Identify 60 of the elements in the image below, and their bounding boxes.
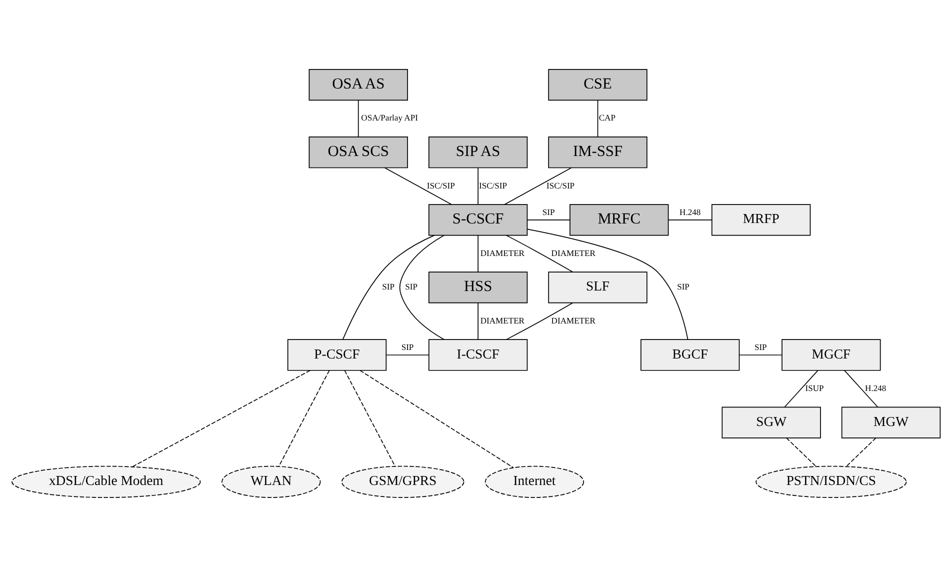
node-ellipse: WLAN [222, 465, 321, 498]
edge-label: DIAMETER [551, 247, 596, 258]
edge-label: SIP [405, 281, 418, 292]
connector [358, 99, 359, 137]
node-box: S-CSCF [428, 204, 528, 236]
node-box: OSA SCS [308, 136, 408, 168]
edge-label: SIP [677, 281, 690, 292]
node-ellipse: PSTN/ISDN/CS [756, 465, 907, 498]
node-box: MRFC [570, 204, 669, 236]
edge-label: SIP [754, 341, 767, 352]
node-box: SGW [722, 406, 821, 438]
connector [278, 370, 330, 466]
node-box: BGCF [640, 338, 740, 370]
connector [739, 354, 782, 355]
edge-label: ISC/SIP [479, 180, 508, 190]
connector [786, 437, 816, 466]
node-box: MGCF [782, 338, 881, 370]
connector [399, 234, 444, 340]
node-box: OSA AS [308, 68, 408, 100]
connector [846, 437, 876, 466]
edge-label: DIAMETER [480, 247, 524, 258]
node-box: P-CSCF [287, 338, 387, 370]
connector [506, 234, 573, 272]
node-box: HSS [428, 271, 528, 303]
node-box: SIP AS [428, 136, 528, 168]
edge-label: SIP [382, 281, 394, 292]
edge-label: SIP [542, 206, 555, 216]
connector [668, 218, 712, 220]
edge-label: ISC/SIP [546, 180, 575, 190]
node-box: MRFP [711, 204, 811, 236]
connector [527, 228, 688, 340]
edge-label: CAP [598, 112, 616, 122]
edge-label: ISC/SIP [426, 180, 455, 190]
node-ellipse: Internet [484, 465, 584, 498]
node-box: CSE [548, 68, 648, 100]
edge-label: H.248 [680, 206, 701, 216]
connector [384, 166, 452, 204]
connector [784, 370, 818, 408]
edge-label: DIAMETER [480, 314, 524, 325]
connector [132, 370, 310, 467]
connector [526, 218, 570, 220]
connector [597, 99, 598, 137]
connector [344, 370, 396, 466]
edge-label: DIAMETER [551, 314, 596, 325]
edge-label: OSA/Parlay API [361, 112, 418, 122]
edge-label: SIP [401, 341, 414, 352]
node-ellipse: GSM/GPRS [341, 465, 464, 498]
edge-label: H.248 [865, 382, 886, 392]
node-box: MGW [841, 406, 941, 438]
node-box: IM-SSF [548, 136, 648, 168]
node-box: SLF [548, 271, 648, 303]
connector [504, 166, 572, 204]
node-box: I-CSCF [428, 338, 528, 370]
connector [844, 370, 878, 408]
edge-label: ISUP [805, 382, 824, 392]
connector [360, 370, 514, 468]
connector [342, 234, 435, 340]
node-ellipse: xDSL/Cable Modem [12, 465, 201, 498]
connector [386, 354, 430, 355]
connector [506, 302, 573, 340]
